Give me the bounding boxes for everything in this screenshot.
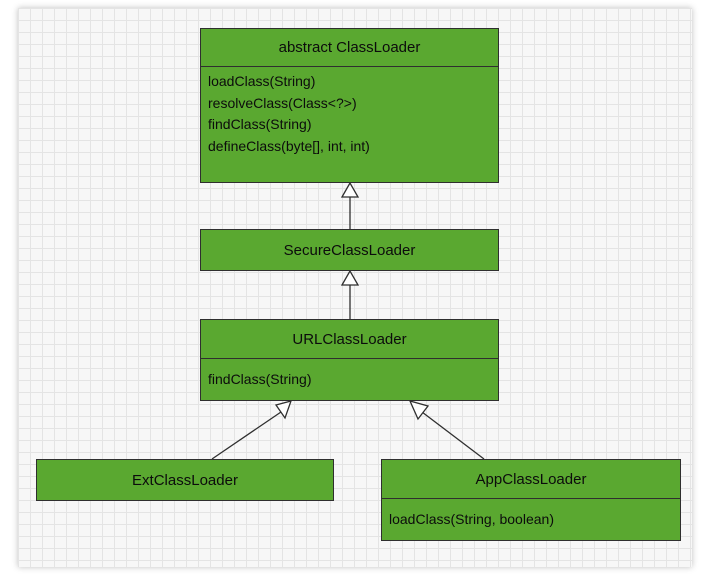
class-name: AppClassLoader	[475, 470, 587, 488]
class-name: URLClassLoader	[292, 330, 407, 348]
method-item: resolveClass(Class<?>)	[208, 94, 357, 111]
inheritance-arrowhead	[340, 181, 360, 198]
edge-app-to-url	[421, 411, 485, 460]
method-item: defineClass(byte[], int, int)	[208, 137, 370, 154]
inheritance-arrowhead	[340, 269, 360, 286]
method-item: loadClass(String, boolean)	[389, 511, 554, 527]
class-name: ExtClassLoader	[132, 471, 238, 489]
method-list: findClass(String)	[201, 358, 498, 391]
inheritance-arrowhead	[408, 400, 430, 421]
class-box-extclassloader: ExtClassLoader	[36, 459, 334, 501]
class-box-classloader: abstract ClassLoader loadClass(String) r…	[200, 28, 499, 183]
method-item: loadClass(String)	[208, 73, 316, 89]
class-box-secureclassloader: SecureClassLoader	[200, 229, 499, 271]
inheritance-arrowhead	[274, 400, 293, 420]
class-name: abstract ClassLoader	[278, 39, 421, 56]
class-box-appclassloader: AppClassLoader loadClass(String, boolean…	[381, 459, 681, 541]
method-list: loadClass(String) resolveClass(Class<?>)…	[201, 66, 498, 157]
method-item: findClass(String)	[208, 371, 312, 387]
edge-ext-to-url	[211, 411, 282, 460]
method-list: loadClass(String, boolean)	[382, 498, 680, 531]
class-box-urlclassloader: URLClassLoader findClass(String)	[200, 319, 499, 401]
class-name: SecureClassLoader	[283, 241, 416, 259]
method-item: findClass(String)	[208, 116, 312, 132]
